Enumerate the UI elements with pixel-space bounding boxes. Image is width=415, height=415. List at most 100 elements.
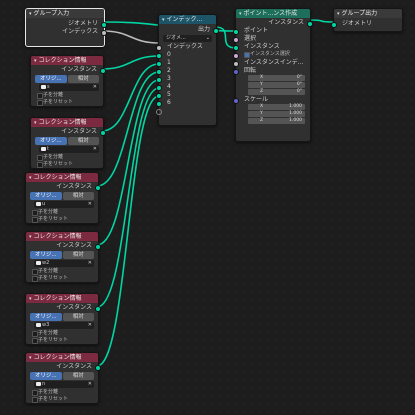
checkbox-box[interactable] [37, 100, 43, 106]
collapse-chevron-icon[interactable]: ▾ [162, 16, 165, 23]
points-input-socket[interactable] [233, 29, 239, 35]
collapse-chevron-icon[interactable]: ▾ [29, 174, 32, 181]
reset-children-checkbox[interactable]: 子をリセット [26, 396, 98, 403]
add-input-socket[interactable] [156, 109, 162, 115]
reset-children-checkbox[interactable]: 子をリセット [31, 161, 103, 168]
instances-output-socket[interactable] [95, 244, 101, 250]
separate-children-checkbox[interactable]: 子を分離 [31, 154, 103, 161]
checkbox-box[interactable] [32, 331, 38, 337]
collection-info-header[interactable]: ▾コレクション情報 [31, 118, 103, 127]
close-icon[interactable]: ✕ [92, 146, 97, 152]
reset-children-checkbox[interactable]: 子をリセット [26, 337, 98, 344]
instances-output-socket[interactable] [100, 68, 106, 74]
instance-index-socket[interactable] [233, 61, 239, 67]
collection-info-header[interactable]: ▾コレクション情報 [26, 294, 98, 303]
original-button[interactable]: オリジ... [30, 251, 62, 259]
collapse-chevron-icon[interactable]: ▾ [29, 10, 32, 17]
collection-field[interactable]: t✕ [39, 146, 99, 153]
switch-input-socket-4[interactable] [156, 85, 162, 91]
collection-info-header[interactable]: ▾コレクション情報 [26, 232, 98, 241]
separate-children-checkbox[interactable]: 子を分離 [26, 209, 98, 216]
data-type-dropdown[interactable]: ジオメ...⌄ [163, 35, 212, 42]
original-button[interactable]: オリジ... [35, 75, 67, 83]
close-icon[interactable]: ✕ [87, 201, 92, 207]
pick-instance-socket[interactable] [233, 53, 239, 59]
index-output-socket[interactable] [101, 30, 107, 36]
switch-input-socket-3[interactable] [156, 77, 162, 83]
checkbox-box[interactable] [32, 276, 38, 282]
relative-button[interactable]: 相対 [67, 75, 99, 83]
relative-button[interactable]: 相対 [62, 251, 94, 259]
instances-output-socket[interactable] [307, 21, 313, 27]
selection-input-socket[interactable] [233, 37, 239, 43]
group-output-node[interactable]: ▾グループ出力 ジオメトリ [331, 8, 403, 32]
relative-button[interactable]: 相対 [62, 372, 94, 380]
separate-children-checkbox[interactable]: 子を分離 [26, 268, 98, 275]
geometry-input-socket[interactable] [331, 22, 337, 28]
reset-children-checkbox[interactable]: 子をリセット [26, 216, 98, 223]
collapse-chevron-icon[interactable]: ▾ [34, 57, 37, 64]
rotation-input-socket[interactable] [233, 69, 239, 75]
checkbox-box[interactable] [37, 162, 43, 168]
collection-info-node[interactable]: ▾コレクション情報 インスタンス オリジ...相対 s✕ 子を分離 子をリセット [30, 55, 106, 107]
separate-children-checkbox[interactable]: 子を分離 [26, 330, 98, 337]
checkbox-box[interactable] [32, 269, 38, 275]
instances-output-socket[interactable] [100, 130, 106, 136]
collapse-chevron-icon[interactable]: ▾ [29, 233, 32, 240]
instance-on-points-node[interactable]: ▾ポイント...ンス作成 インスタンス ポイント 選択 インスタンス インスタン… [233, 8, 313, 142]
collection-info-header[interactable]: ▾コレクション情報 [26, 173, 98, 182]
reset-children-checkbox[interactable]: 子をリセット [31, 99, 103, 106]
checkbox-box[interactable] [244, 52, 250, 58]
instance-input-socket[interactable] [233, 45, 239, 51]
checkbox-box[interactable] [32, 390, 38, 396]
reset-children-checkbox[interactable]: 子をリセット [26, 275, 98, 282]
collapse-chevron-icon[interactable]: ▾ [29, 354, 32, 361]
close-icon[interactable]: ✕ [87, 381, 92, 387]
collection-field[interactable]: n✕ [34, 381, 94, 388]
group-input-header[interactable]: ▾グループ入力 [26, 9, 104, 18]
relative-button[interactable]: 相対 [67, 137, 99, 145]
original-button[interactable]: オリジ... [35, 137, 67, 145]
pick-instance-checkbox[interactable]: インスタンス選択 [238, 51, 290, 58]
collapse-chevron-icon[interactable]: ▾ [337, 10, 340, 17]
collection-info-node[interactable]: ▾コレクション情報 インスタンス オリジ...相対 n✕ 子を分離 子をリセット [25, 352, 101, 404]
index-switch-header[interactable]: ▾インデック... [159, 15, 216, 24]
switch-input-socket-5[interactable] [156, 93, 162, 99]
instances-output-socket[interactable] [95, 306, 101, 312]
collection-field[interactable]: s✕ [39, 84, 99, 91]
switch-input-socket-1[interactable] [156, 61, 162, 67]
switch-input-socket-0[interactable] [156, 53, 162, 59]
original-button[interactable]: オリジ... [30, 192, 62, 200]
original-button[interactable]: オリジ... [30, 313, 62, 321]
original-button[interactable]: オリジ... [30, 372, 62, 380]
group-output-header[interactable]: ▾グループ出力 [334, 9, 402, 18]
group-input-node[interactable]: ▾グループ入力 ジオメトリ インデックス [25, 8, 107, 47]
relative-button[interactable]: 相対 [62, 192, 94, 200]
collection-info-node[interactable]: ▾コレクション情報 インスタンス オリジ...相対 w3✕ 子を分離 子をリセッ… [25, 293, 101, 345]
collapse-chevron-icon[interactable]: ▾ [239, 10, 242, 17]
scale-input-socket[interactable] [233, 98, 239, 104]
collapse-chevron-icon[interactable]: ▾ [34, 119, 37, 126]
collection-info-node[interactable]: ▾コレクション情報 インスタンス オリジ...相対 t✕ 子を分離 子をリセット [30, 117, 106, 169]
instances-output-socket[interactable] [95, 365, 101, 371]
checkbox-box[interactable] [32, 217, 38, 223]
checkbox-box[interactable] [32, 338, 38, 344]
separate-children-checkbox[interactable]: 子を分離 [31, 92, 103, 99]
close-icon[interactable]: ✕ [92, 84, 97, 90]
collection-field[interactable]: w3✕ [34, 322, 94, 329]
instance-on-points-header[interactable]: ▾ポイント...ンス作成 [236, 9, 310, 18]
index-input-socket[interactable] [156, 45, 162, 51]
output-socket[interactable] [213, 28, 219, 34]
collapse-chevron-icon[interactable]: ▾ [29, 295, 32, 302]
close-icon[interactable]: ✕ [87, 322, 92, 328]
instances-output-socket[interactable] [95, 185, 101, 191]
checkbox-box[interactable] [37, 155, 43, 161]
collection-info-header[interactable]: ▾コレクション情報 [26, 353, 98, 362]
collection-info-node[interactable]: ▾コレクション情報 インスタンス オリジ...相対 w2✕ 子を分離 子をリセッ… [25, 231, 101, 283]
